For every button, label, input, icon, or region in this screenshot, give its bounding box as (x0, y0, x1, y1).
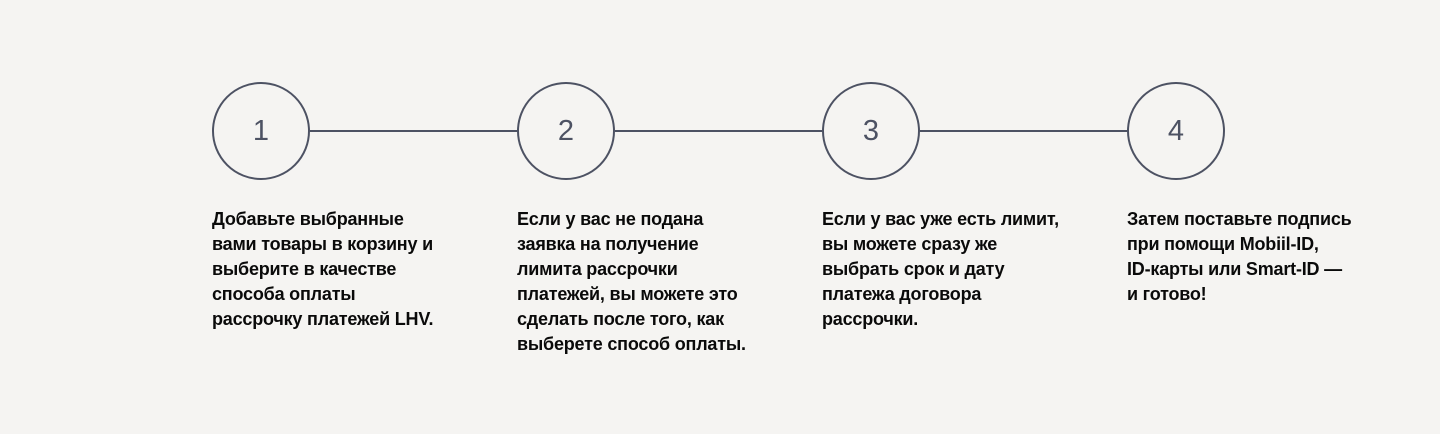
step-3-number: 3 (862, 114, 880, 147)
step-4-circle: 4 (1127, 82, 1225, 180)
step-3-circle: 3 (822, 82, 920, 180)
step-1-circle: 1 (212, 82, 310, 180)
connector-line-3-4 (920, 130, 1127, 132)
connector-line-1-2 (310, 130, 517, 132)
connector-line-2-3 (615, 130, 822, 132)
steps-container: 1 Добавьте выбранные вами товары в корзи… (212, 82, 1382, 357)
step-1-description: Добавьте выбранные вами товары в корзину… (212, 209, 434, 329)
step-1: 1 Добавьте выбранные вами товары в корзи… (212, 82, 467, 357)
step-4: 4 Затем поставьте подпись при помощи Mob… (1127, 82, 1382, 357)
step-2-number: 2 (557, 114, 575, 147)
step-3: 3 Если у вас уже есть лимит, вы можете с… (822, 82, 1077, 357)
step-4-number: 4 (1167, 114, 1185, 147)
step-2-description: Если у вас не подана заявка на получение… (517, 209, 746, 354)
step-1-number: 1 (252, 114, 270, 147)
step-2-circle: 2 (517, 82, 615, 180)
step-4-description: Затем поставьте подпись при помощи Mobii… (1127, 209, 1352, 304)
step-2: 2 Если у вас не подана заявка на получен… (517, 82, 772, 357)
step-3-description: Если у вас уже есть лимит, вы можете сра… (822, 209, 1059, 329)
